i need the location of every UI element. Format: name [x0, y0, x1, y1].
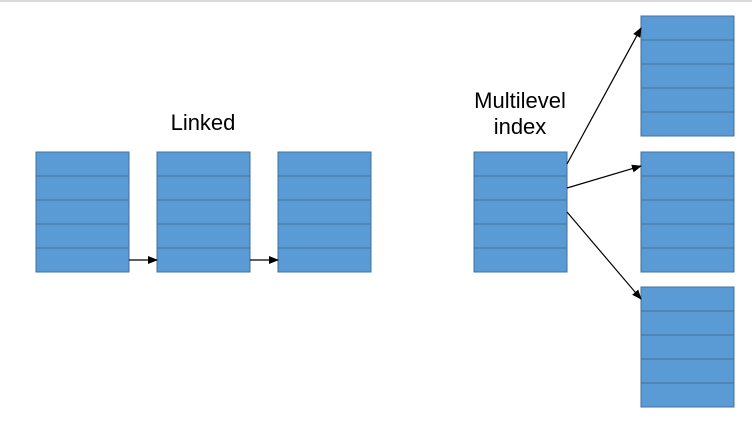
block-row [473, 247, 568, 273]
index-arrow-3 [566, 211, 642, 300]
block-row [640, 247, 735, 273]
block-row [277, 199, 372, 225]
data-block-3 [640, 286, 735, 408]
block-row [640, 87, 735, 113]
top-divider [0, 0, 752, 2]
block-row [473, 151, 568, 177]
block-row [473, 175, 568, 201]
index-block [473, 151, 568, 273]
block-row [640, 223, 735, 249]
linked-block-3 [277, 151, 372, 273]
block-row [640, 151, 735, 177]
block-row [640, 111, 735, 137]
block-row [473, 199, 568, 225]
block-row [35, 199, 130, 225]
linked-label: Linked [170, 110, 236, 135]
block-row [156, 199, 251, 225]
block-row [35, 247, 130, 273]
block-row [156, 175, 251, 201]
block-row [277, 151, 372, 177]
block-row [277, 223, 372, 249]
block-row [640, 15, 735, 41]
block-row [473, 223, 568, 249]
block-row [156, 223, 251, 249]
block-row [277, 247, 372, 273]
index-arrow-2 [566, 164, 642, 189]
block-row [640, 334, 735, 360]
block-row [277, 175, 372, 201]
linked-block-1 [35, 151, 130, 273]
block-row [35, 151, 130, 177]
linked-block-2 [156, 151, 251, 273]
index-arrow-1 [566, 27, 642, 165]
block-row [156, 151, 251, 177]
data-block-1 [640, 15, 735, 137]
block-row [640, 175, 735, 201]
block-row [35, 223, 130, 249]
block-row [35, 175, 130, 201]
multilevel-index-label: Multilevel index [440, 88, 600, 140]
multilevel-label-line1: Multilevel [474, 88, 566, 113]
block-row [640, 382, 735, 408]
block-row [640, 199, 735, 225]
multilevel-label-line2: index [493, 114, 547, 139]
block-row [156, 247, 251, 273]
block-row [640, 358, 735, 384]
block-row [640, 310, 735, 336]
block-row [640, 286, 735, 312]
block-row [640, 39, 735, 65]
block-row [640, 63, 735, 89]
data-block-2 [640, 151, 735, 273]
